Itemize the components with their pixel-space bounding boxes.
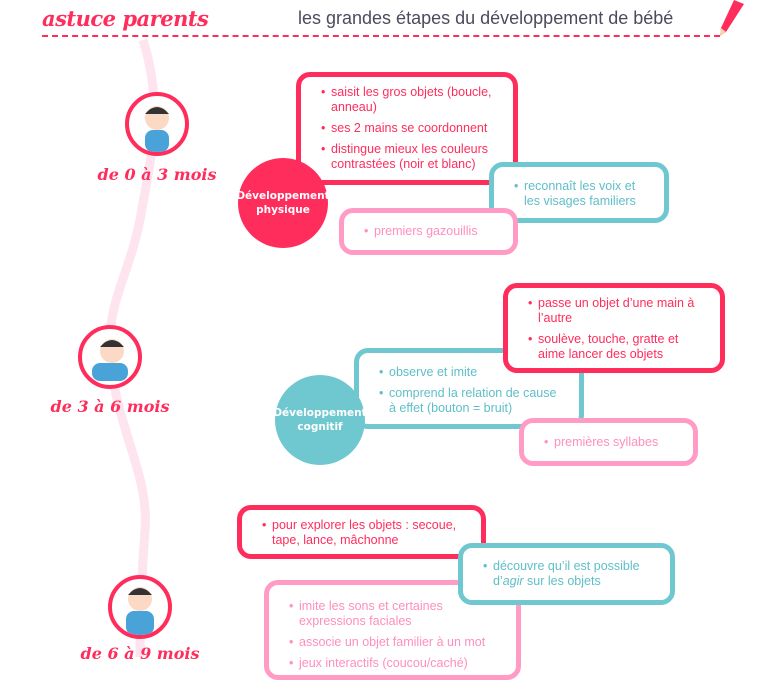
cognitive-box: découvre qu’il est possible d’agir sur l… [458, 543, 675, 605]
dashed-divider [42, 35, 720, 37]
milestone-item: observe et imite [379, 365, 565, 380]
milestone-item: saisit les gros objets (boucle, anneau) [321, 85, 499, 115]
milestone-item: découvre qu’il est possible d’agir sur l… [483, 559, 656, 589]
milestone-item: soulève, touche, gratte et aime lancer d… [528, 332, 706, 362]
milestone-emphasis: agir [502, 574, 524, 588]
milestone-item: reconnaît les voix et les visages famili… [514, 179, 650, 209]
page-title: les grandes étapes du développement de b… [298, 8, 674, 28]
language-box: premiers gazouillis [339, 208, 518, 255]
milestone-item: passe un objet d’une main à l’autre [528, 296, 706, 326]
age-label: de 3 à 6 mois [50, 397, 170, 416]
milestone-item: associe un objet familier à un mot [289, 635, 502, 650]
milestone-item: pour explorer les objets : secoue, tape,… [262, 518, 467, 548]
physical-box: pour explorer les objets : secoue, tape,… [237, 505, 486, 559]
milestone-item: imite les sons et certaines expressions … [289, 599, 502, 629]
milestone-item: jeux interactifs (coucou/caché) [289, 656, 502, 671]
milestone-item: premiers gazouillis [364, 224, 499, 239]
baby-avatar [108, 575, 172, 639]
language-box: premières syllabes [519, 418, 698, 466]
category-cognitive-badge: Développement cognitif [273, 375, 367, 465]
milestone-item: premières syllabes [544, 435, 679, 450]
physical-box: saisit les gros objets (boucle, anneau) s… [296, 72, 518, 185]
age-label: de 0 à 3 mois [97, 165, 217, 184]
baby-avatar [125, 92, 189, 156]
milestone-item: comprend la relation de cause à effet (b… [379, 386, 565, 416]
milestone-item: ses 2 mains se coordonnent [321, 121, 499, 136]
age-label: de 6 à 9 mois [80, 644, 200, 663]
baby-avatar [78, 325, 142, 389]
milestone-text: découvre qu’il est possible d’ [493, 559, 640, 588]
milestone-item: distingue mieux les couleurs contrastées… [321, 142, 499, 172]
milestone-text: sur les objets [523, 574, 601, 588]
brand-logo: astuce parents [42, 6, 209, 31]
pencil-icon [720, 0, 744, 36]
physical-box: passe un objet d’une main à l’autre soulè… [503, 283, 725, 373]
category-physical-badge: Développement physique [236, 158, 330, 248]
cognitive-box: reconnaît les voix et les visages famili… [489, 162, 669, 223]
